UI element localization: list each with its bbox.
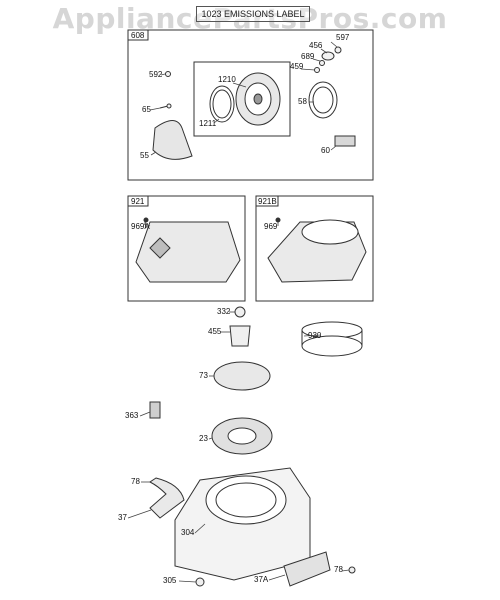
label-23: 23	[199, 434, 208, 443]
part-73-shape	[213, 361, 271, 391]
part-58-shape	[308, 81, 338, 119]
label-969a: 969A	[131, 222, 150, 231]
part-592-shape	[165, 71, 171, 77]
top-emissions-label: 1023 EMISSIONS LABEL	[196, 6, 310, 22]
label-58: 58	[298, 97, 307, 106]
group-box-608	[127, 29, 374, 181]
label-37: 37	[118, 513, 127, 522]
label-55: 55	[140, 151, 149, 160]
label-592: 592	[149, 70, 163, 79]
label-456: 456	[309, 41, 323, 50]
rewind-subgroup-box	[193, 61, 291, 137]
label-60: 60	[321, 146, 330, 155]
label-597: 597	[336, 33, 350, 42]
label-689: 689	[301, 52, 315, 61]
group-id-608: 608	[131, 31, 145, 40]
part-332-shape	[234, 306, 246, 318]
label-65: 65	[142, 105, 151, 114]
label-73: 73	[199, 371, 208, 380]
label-78-left: 78	[131, 477, 140, 486]
label-304: 304	[181, 528, 195, 537]
label-1210: 1210	[218, 75, 236, 84]
group-id-921b: 921B	[258, 197, 277, 206]
part-363-shape	[149, 401, 161, 419]
part-305-shape	[195, 577, 205, 587]
label-1211: 1211	[199, 119, 217, 128]
label-455: 455	[208, 327, 222, 336]
label-78-right: 78	[334, 565, 343, 574]
group-box-921	[127, 195, 246, 302]
label-305: 305	[163, 576, 177, 585]
part-455-shape	[229, 325, 251, 347]
part-60-shape	[334, 135, 356, 147]
label-459: 459	[290, 62, 304, 71]
part-1211-shape	[209, 85, 235, 123]
part-37a-shape	[283, 551, 331, 587]
part-55-shape	[152, 120, 193, 160]
part-78-37-bracket-shape	[149, 477, 185, 519]
label-332: 332	[217, 307, 231, 316]
part-456-shape	[321, 51, 335, 61]
group-box-921b	[255, 195, 374, 302]
part-597-shape	[334, 46, 342, 54]
label-969: 969	[264, 222, 278, 231]
group-id-921: 921	[131, 197, 145, 206]
part-78b-shape	[348, 566, 356, 574]
part-689-shape	[319, 60, 325, 66]
label-363: 363	[125, 411, 139, 420]
part-459-shape	[314, 67, 320, 73]
label-37a: 37A	[254, 575, 269, 584]
part-921-cover-shape	[135, 221, 241, 283]
